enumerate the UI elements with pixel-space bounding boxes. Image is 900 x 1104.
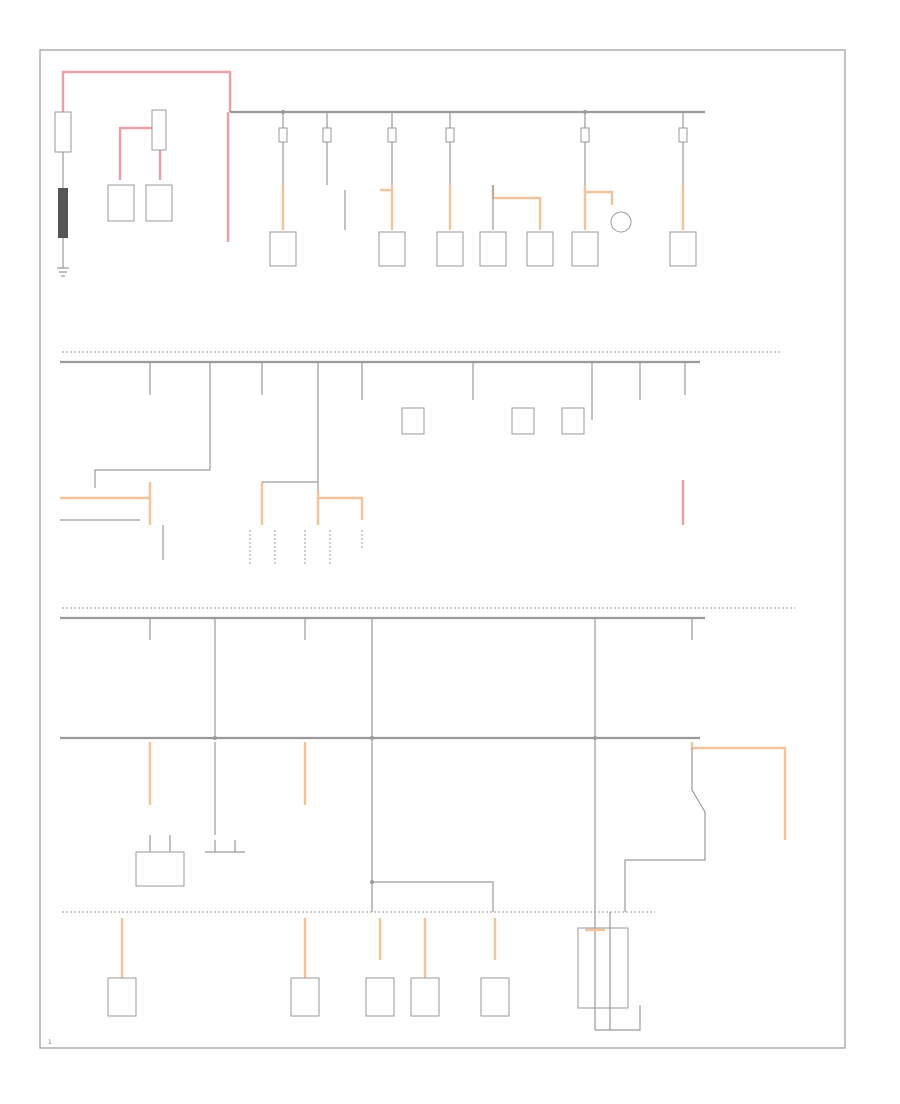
generator-icon	[145, 184, 173, 222]
diagram-frame	[39, 49, 846, 1049]
ip-fuse-drops	[94, 362, 686, 490]
ground-icon	[57, 267, 69, 277]
ip-module-fused-circuits	[60, 482, 364, 525]
section-lower-fuse-block	[60, 110, 795, 1031]
underhood-fuse-drops	[282, 112, 684, 185]
bottom-fused-circuits	[120, 918, 497, 978]
bottom-load-components	[107, 977, 510, 1017]
page-id-label: 1	[48, 1039, 52, 1046]
battery-icon	[58, 188, 68, 238]
section-battery-underhood-fuses	[54, 70, 705, 277]
lower-fused-circuits	[148, 742, 787, 840]
bottom-module-wiring	[577, 912, 641, 1031]
battery-feed-wire	[61, 70, 232, 112]
underhood-fuse-icons	[278, 127, 688, 143]
lower-load-components	[135, 835, 245, 887]
battery-fuse-block	[54, 111, 72, 153]
splice-nodes	[213, 110, 597, 884]
lower-branch-wires	[214, 738, 706, 912]
ip-connector-dashes	[249, 530, 363, 565]
section-ip-fuse-block	[60, 351, 782, 565]
fusible-link-icon	[151, 109, 167, 151]
underhood-load-components	[269, 211, 697, 267]
starter-icon	[107, 184, 135, 222]
generator-feed-wire	[118, 126, 160, 180]
lower-fuse-drops	[149, 618, 693, 738]
ip-small-components	[401, 407, 585, 435]
